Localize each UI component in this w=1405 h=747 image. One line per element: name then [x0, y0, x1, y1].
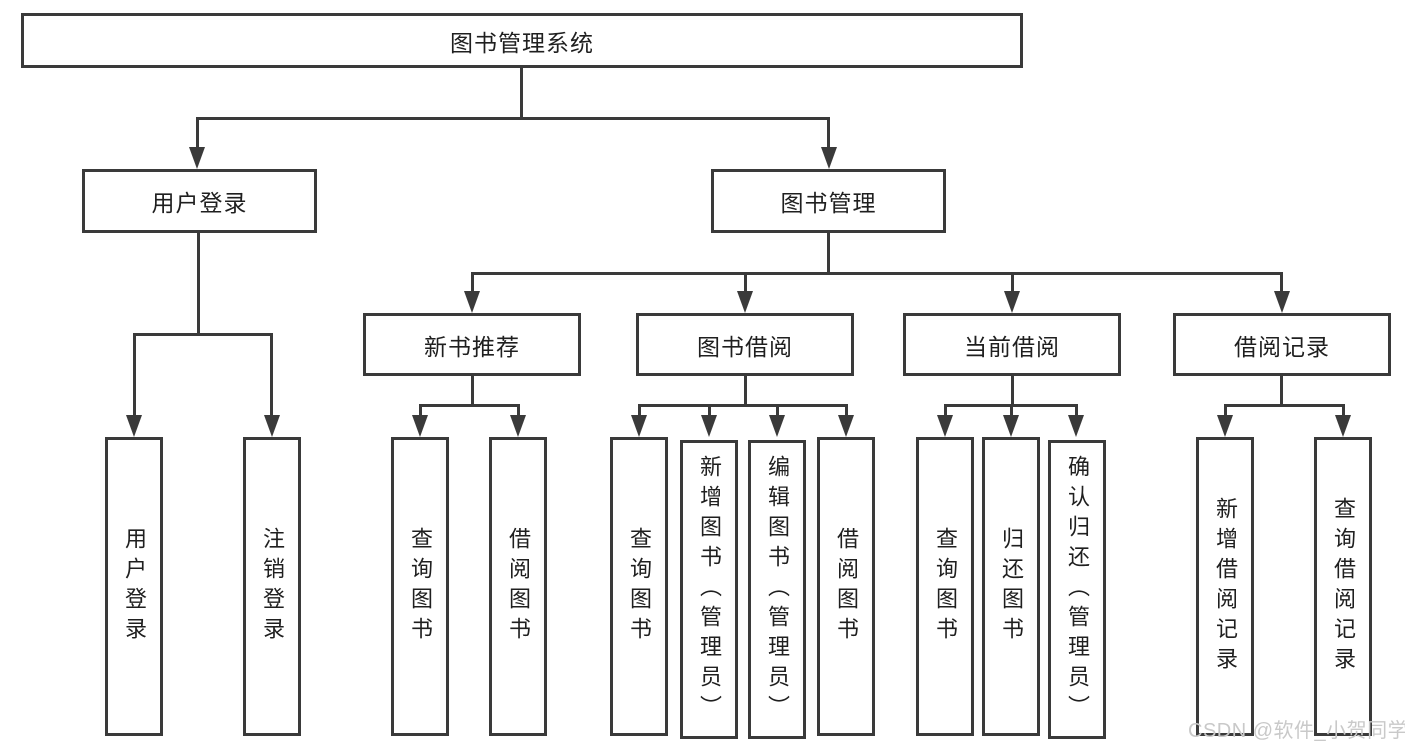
connector-line [827, 233, 830, 274]
leaf-borrow-books-recommend: 借阅图书 [489, 437, 547, 736]
connector-line [638, 404, 641, 418]
arrow-down-icon [1003, 415, 1019, 437]
leaf-return-books: 归还图书 [982, 437, 1040, 736]
arrow-down-icon [701, 415, 717, 437]
arrow-down-icon [1217, 415, 1233, 437]
node-label: 用户登录 [151, 190, 248, 216]
node-label: 当前借阅 [964, 333, 1060, 360]
arrow-down-icon [1004, 291, 1020, 313]
connector-line [1280, 272, 1283, 293]
leaf-label: 新增借阅记录 [1213, 496, 1238, 677]
leaf-label: 归还图书 [999, 526, 1024, 647]
connector-line [708, 404, 711, 418]
connector-line [744, 272, 747, 293]
arrow-down-icon [412, 415, 428, 437]
arrow-down-icon [821, 147, 837, 169]
connector-line [1011, 376, 1014, 406]
connector-line [270, 333, 273, 416]
node-new-book-recommend: 新书推荐 [363, 313, 581, 376]
leaf-label: 注销登录 [260, 526, 285, 647]
node-label: 图书管理系统 [450, 29, 594, 56]
leaf-logout: 注销登录 [243, 437, 301, 736]
connector-line [196, 117, 199, 148]
arrow-down-icon [264, 415, 280, 437]
leaf-label: 借阅图书 [506, 526, 531, 647]
connector-line [419, 404, 422, 418]
connector-line [744, 376, 747, 406]
leaf-label: 借阅图书 [834, 526, 859, 647]
node-user-login: 用户登录 [82, 169, 317, 233]
arrow-down-icon [126, 415, 142, 437]
connector-line [471, 272, 474, 293]
connector-line [827, 117, 830, 148]
connector-line [845, 404, 848, 418]
leaf-label: 编辑图书（管理员） [765, 454, 790, 725]
leaf-label: 新增图书（管理员） [697, 454, 722, 725]
arrow-down-icon [769, 415, 785, 437]
leaf-label: 查询图书 [933, 526, 958, 647]
arrow-down-icon [510, 415, 526, 437]
leaf-label: 用户登录 [122, 526, 147, 647]
connector-line [471, 376, 474, 406]
connector-line [1224, 404, 1227, 418]
arrow-down-icon [737, 291, 753, 313]
leaf-user-login: 用户登录 [105, 437, 163, 736]
watermark: CSDN @软件_小贺同学 [1188, 720, 1405, 742]
node-label: 图书借阅 [697, 333, 793, 360]
node-borrowing-records: 借阅记录 [1173, 313, 1391, 376]
arrow-down-icon [631, 415, 647, 437]
arrow-down-icon [189, 147, 205, 169]
arrow-down-icon [1335, 415, 1351, 437]
connector-line [1342, 404, 1345, 418]
connector-line [1075, 404, 1078, 418]
connector-line [1224, 404, 1344, 407]
arrow-down-icon [1068, 415, 1084, 437]
connector-line [133, 333, 273, 336]
connector-line [1280, 376, 1283, 406]
connector-line [197, 233, 200, 334]
connector-line [133, 333, 136, 416]
connector-line [196, 117, 830, 120]
connector-line [419, 404, 519, 407]
leaf-label: 查询图书 [408, 526, 433, 647]
arrow-down-icon [1274, 291, 1290, 313]
connector-line [1010, 404, 1013, 418]
leaf-confirm-return-admin: 确认归还（管理员） [1048, 440, 1106, 739]
node-label: 图书管理 [780, 190, 877, 216]
leaf-query-borrow-record: 查询借阅记录 [1314, 437, 1372, 736]
leaf-label: 确认归还（管理员） [1065, 454, 1090, 725]
arrow-down-icon [838, 415, 854, 437]
leaf-add-books-admin: 新增图书（管理员） [680, 440, 738, 739]
node-label: 借阅记录 [1234, 333, 1330, 360]
connector-line [944, 404, 947, 418]
leaf-label: 查询图书 [627, 526, 652, 647]
arrow-down-icon [937, 415, 953, 437]
leaf-add-borrow-record: 新增借阅记录 [1196, 437, 1254, 736]
node-current-borrowing: 当前借阅 [903, 313, 1121, 376]
leaf-query-books-recommend: 查询图书 [391, 437, 449, 736]
node-book-management: 图书管理 [711, 169, 946, 233]
node-book-borrowing: 图书借阅 [636, 313, 854, 376]
leaf-borrow-books: 借阅图书 [817, 437, 875, 736]
connector-line [520, 68, 523, 118]
leaf-query-books-borrow: 查询图书 [610, 437, 668, 736]
leaf-query-books-current: 查询图书 [916, 437, 974, 736]
leaf-label: 查询借阅记录 [1331, 496, 1356, 677]
leaf-edit-books-admin: 编辑图书（管理员） [748, 440, 806, 739]
connector-line [471, 272, 1282, 275]
node-label: 新书推荐 [424, 333, 520, 360]
arrow-down-icon [464, 291, 480, 313]
connector-line [517, 404, 520, 418]
connector-line [776, 404, 779, 418]
connector-line [1011, 272, 1014, 293]
node-library-management-system: 图书管理系统 [21, 13, 1023, 68]
connector-line [638, 404, 847, 407]
